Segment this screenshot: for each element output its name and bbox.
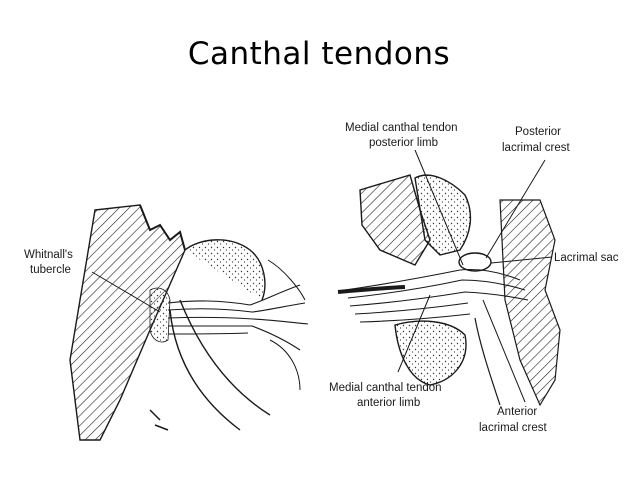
medial-orbital-bone-upper: [359, 174, 431, 266]
label-posterior-crest-line2: lacrimal crest: [502, 142, 571, 154]
anterior-crest-leader: [482, 299, 526, 403]
medial-canthus-figure: [337, 174, 561, 407]
label-anterior-crest-line2: lacrimal crest: [479, 422, 548, 434]
lateral-canthal-tendon: [167, 284, 309, 351]
medial-leader-lines: [397, 149, 553, 403]
lacrimal-sac: [458, 252, 492, 272]
label-anterior-crest-line1: Anterior: [497, 406, 537, 418]
label-mct-anterior-line1: Medial canthal tendon: [329, 382, 442, 394]
lacrimal-sac-leader: [490, 256, 553, 264]
page-title: Canthal tendons: [187, 36, 451, 72]
label-mct-posterior-line1: Medial canthal tendon: [345, 122, 458, 134]
label-posterior-crest-line1: Posterior: [515, 126, 561, 138]
lateral-soft-tissue: [184, 239, 266, 301]
mct-posterior-leader: [414, 149, 464, 266]
medial-canthal-tendon: [344, 268, 529, 323]
label-whitnall-line2: tubercle: [30, 264, 71, 276]
posterior-crest-bone: [414, 174, 472, 256]
label-lacrimal-sac: Lacrimal sac: [554, 252, 619, 264]
label-whitnall-line1: Whitnall's: [24, 249, 73, 261]
label-mct-anterior-line2: anterior limb: [357, 397, 420, 409]
lateral-canthus-figure: [69, 204, 309, 441]
whitnall-leader-line: [91, 271, 161, 313]
mct-anterior-leader: [397, 294, 431, 373]
posterior-crest-leader: [485, 159, 546, 259]
medial-orbital-bone-right: [499, 199, 561, 407]
label-mct-posterior-line2: posterior limb: [369, 137, 438, 149]
